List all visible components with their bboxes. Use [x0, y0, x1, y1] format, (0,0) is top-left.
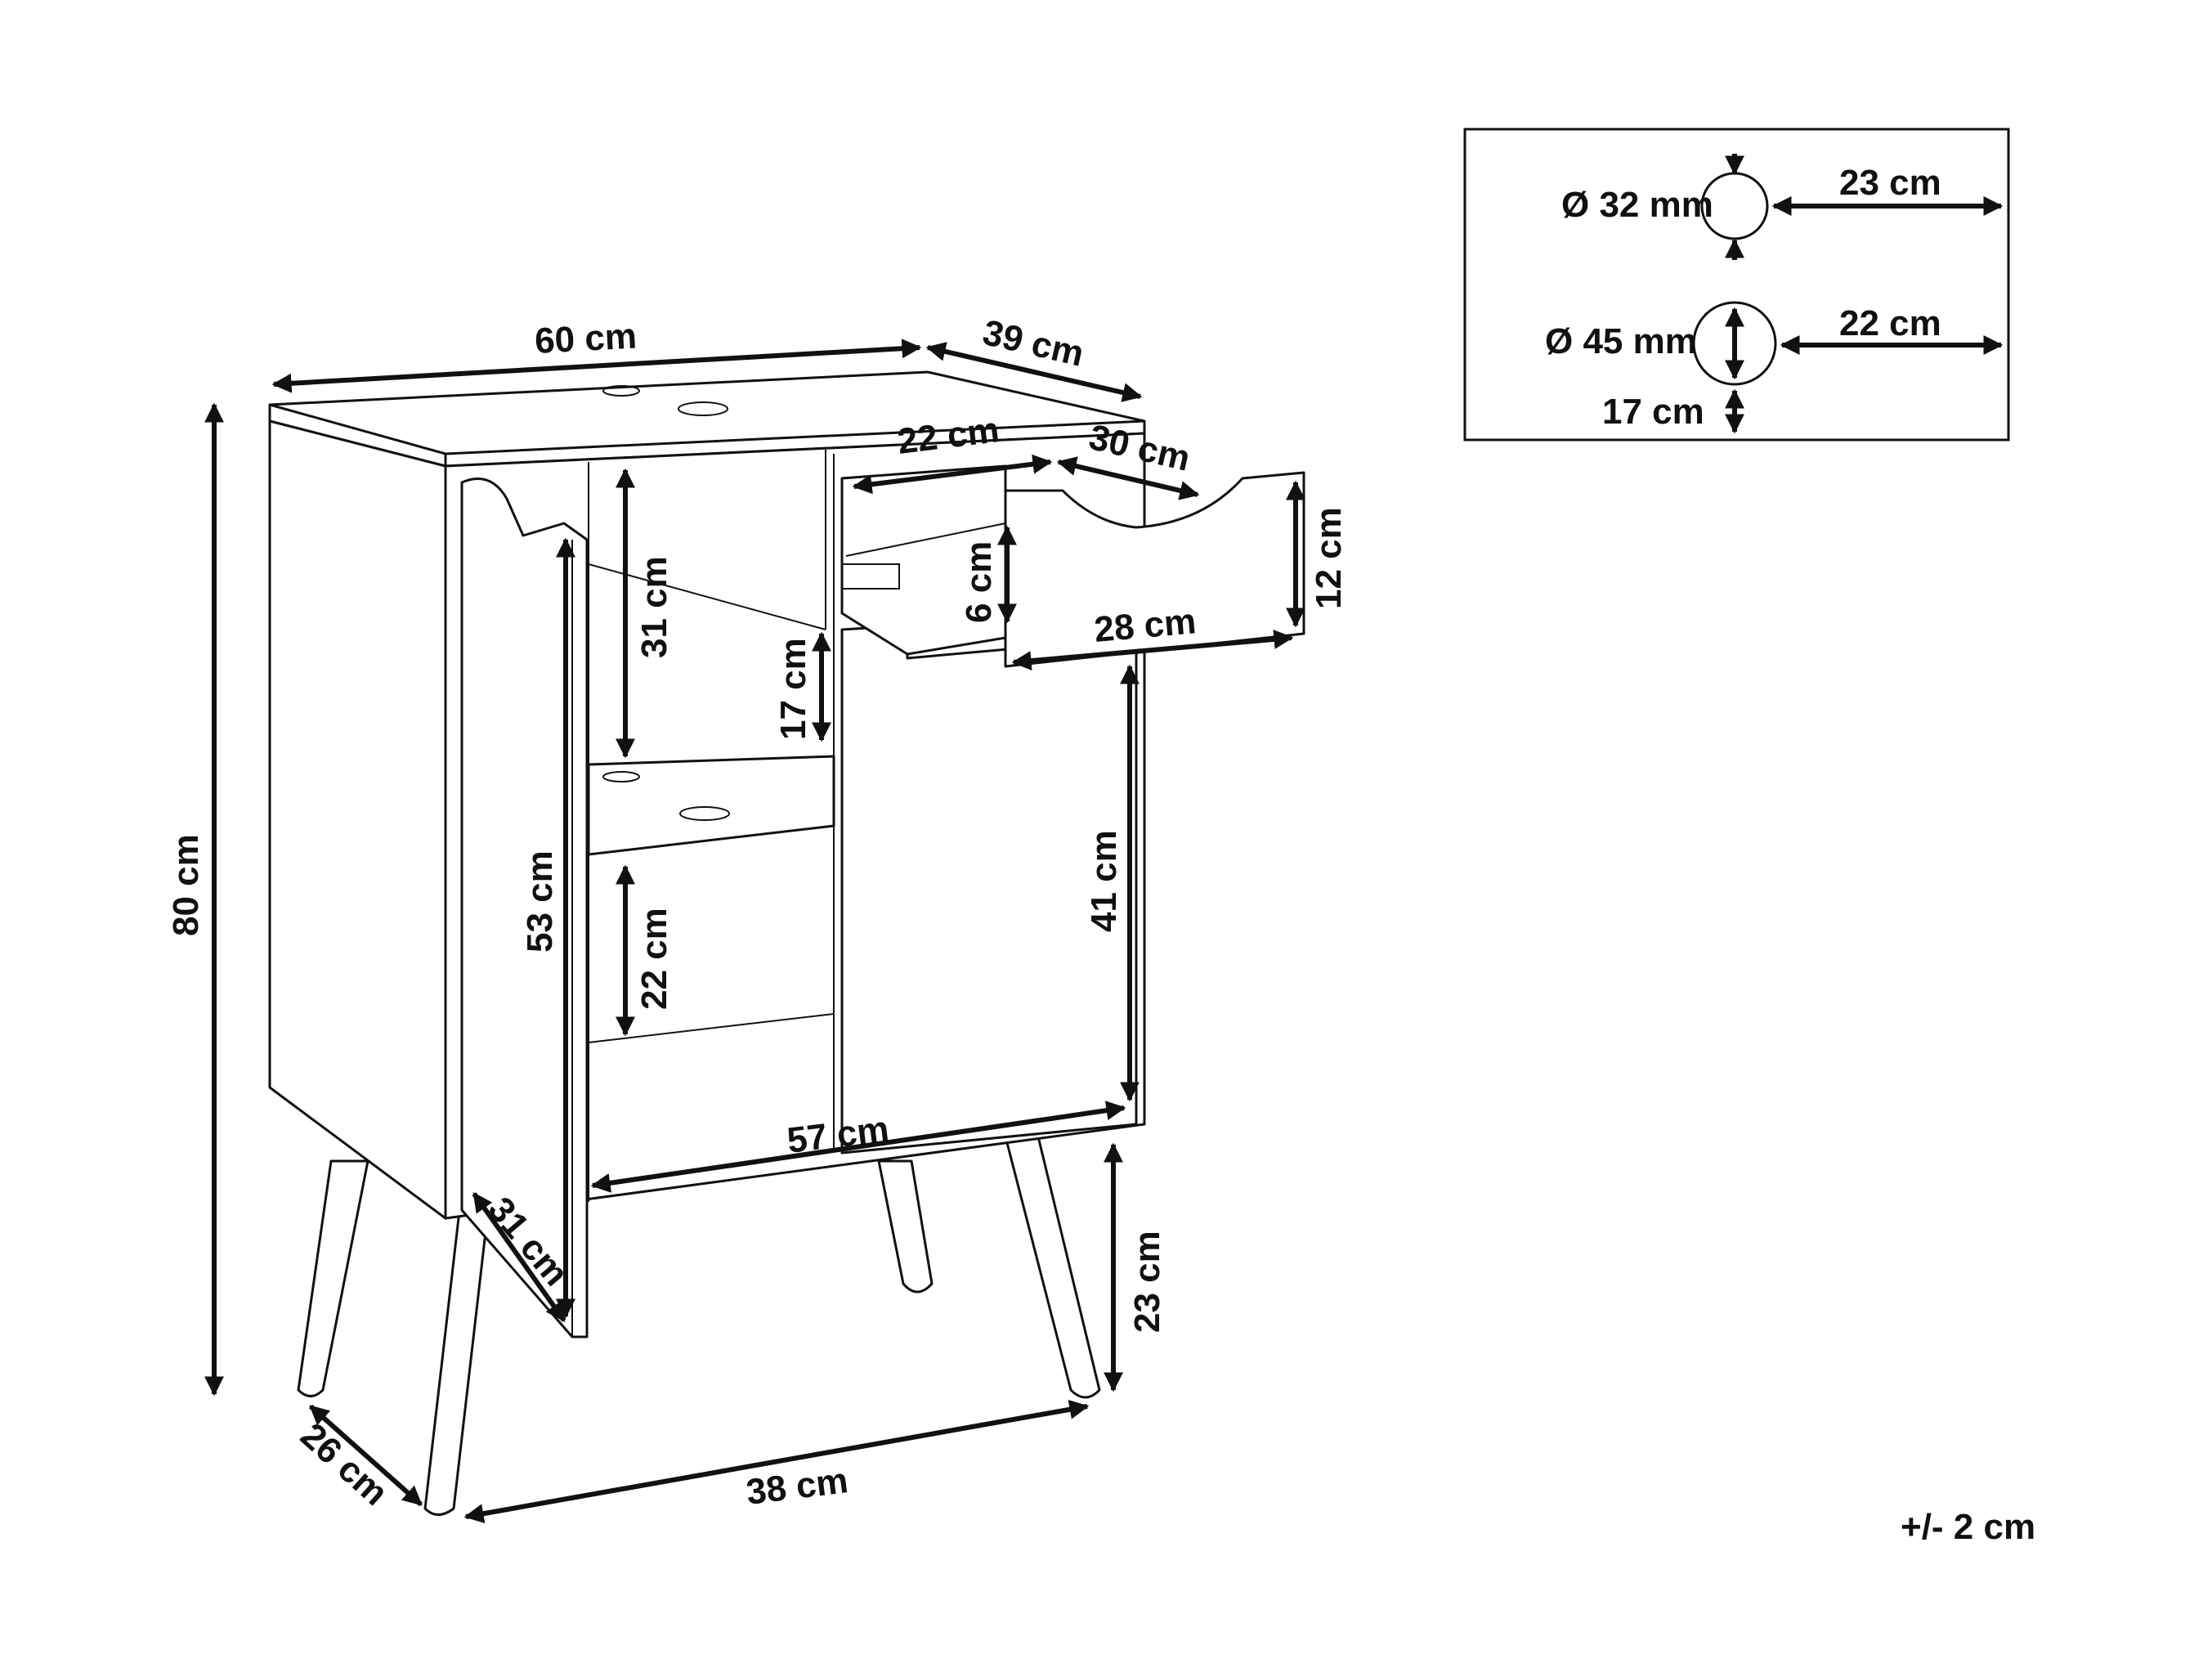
top-cable-hole-large: [678, 401, 728, 416]
tolerance-note: +/- 2 cm: [1901, 1507, 2035, 1547]
upper-compartment-label: 31 cm: [634, 556, 674, 658]
large-hole-offset-label: 22 cm: [1839, 303, 1941, 343]
hole-detail-inset: Ø 32 mm 23 cm Ø 45 mm 22 cm 17 cm: [1463, 128, 2010, 442]
leg-back-right: [877, 1159, 934, 1294]
small-hole-offset-label: 23 cm: [1839, 163, 1941, 203]
dimension-lines: [204, 339, 1305, 1524]
shelf-cable-hole-large: [679, 806, 730, 821]
height-label: 80 cm: [166, 834, 206, 936]
drawer-inner-height-label: 6 cm: [959, 541, 999, 623]
right-door-height-label: 41 cm: [1084, 830, 1124, 932]
large-hole-diameter-label: Ø 45 mm: [1545, 321, 1697, 361]
shelf-gap-label: 17 cm: [773, 638, 813, 740]
leg-width-spread-label: 38 cm: [744, 1460, 850, 1513]
shelf-cable-hole-small: [602, 771, 640, 782]
leg-front-right: [1004, 1135, 1101, 1399]
leg-front-left: [423, 1188, 492, 1516]
inset-frame: [1463, 128, 2010, 442]
cabinet-left-side: [268, 419, 447, 1220]
drawer-front-width-label: 28 cm: [1093, 601, 1198, 650]
lower-compartment-label: 22 cm: [634, 908, 674, 1010]
width-label: 60 cm: [534, 316, 638, 361]
leg-depth-spread-label: 26 cm: [293, 1415, 396, 1513]
drawer-height-label: 12 cm: [1309, 507, 1349, 609]
open-drawer: [840, 464, 1305, 668]
left-door: [460, 478, 589, 1338]
leg-back-left: [297, 1159, 369, 1397]
door-height-label: 53 cm: [520, 850, 560, 953]
cabinet-drawing: [268, 370, 1305, 1516]
large-hole-height-label: 17 cm: [1602, 392, 1704, 432]
drawer-slide-rail: [841, 563, 900, 590]
small-hole-diameter-label: Ø 32 mm: [1561, 185, 1713, 225]
leg-height-label: 23 cm: [1127, 1231, 1167, 1333]
drawer-front: [1004, 471, 1305, 668]
cabinet-top-left-edge: [269, 403, 446, 455]
large-hole-circle: [1692, 301, 1777, 386]
